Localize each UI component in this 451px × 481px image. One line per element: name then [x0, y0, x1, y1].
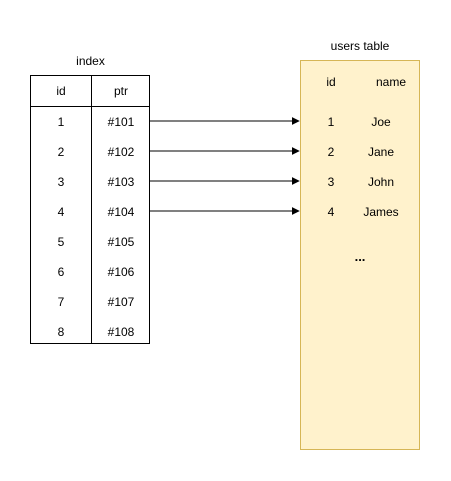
users-table-caption: users table [330, 39, 390, 53]
users-row-name: Jane [367, 145, 395, 159]
users-table: id name 1 Joe 2 Jane 3 John 4 James [300, 60, 420, 450]
index-column-divider [91, 76, 92, 343]
index-row-id: 4 [57, 205, 65, 219]
users-header-name: name [375, 75, 407, 89]
index-row-id: 3 [57, 175, 65, 189]
index-row-id: 8 [57, 325, 65, 339]
index-row-ptr: #108 [107, 325, 135, 339]
users-row-id: 3 [327, 175, 335, 189]
users-row-name: John [367, 175, 395, 189]
index-row-id: 7 [57, 295, 65, 309]
index-row-id: 1 [57, 115, 65, 129]
index-header-divider [31, 106, 149, 107]
index-row-ptr: #104 [107, 205, 135, 219]
users-row-id: 2 [327, 145, 335, 159]
index-caption: index [76, 54, 105, 68]
index-header-id: id [56, 84, 66, 98]
users-row-id: 4 [327, 205, 335, 219]
index-row-ptr: #106 [107, 265, 135, 279]
index-table: id ptr 1 #101 2 #102 3 #103 4 #104 5 #10… [30, 75, 150, 344]
index-row-ptr: #103 [107, 175, 135, 189]
index-row-ptr: #107 [107, 295, 135, 309]
index-header-ptr: ptr [113, 84, 128, 98]
users-header-id: id [326, 75, 336, 89]
index-row-ptr: #102 [107, 145, 135, 159]
index-row-ptr: #101 [107, 115, 135, 129]
users-row-name: Joe [371, 115, 391, 129]
index-row-ptr: #105 [107, 235, 135, 249]
users-row-name: James [363, 205, 399, 219]
users-row-id: 1 [327, 115, 335, 129]
users-more-ellipsis: ... [354, 249, 366, 264]
index-row-id: 5 [57, 235, 65, 249]
index-row-id: 2 [57, 145, 65, 159]
index-row-id: 6 [57, 265, 65, 279]
